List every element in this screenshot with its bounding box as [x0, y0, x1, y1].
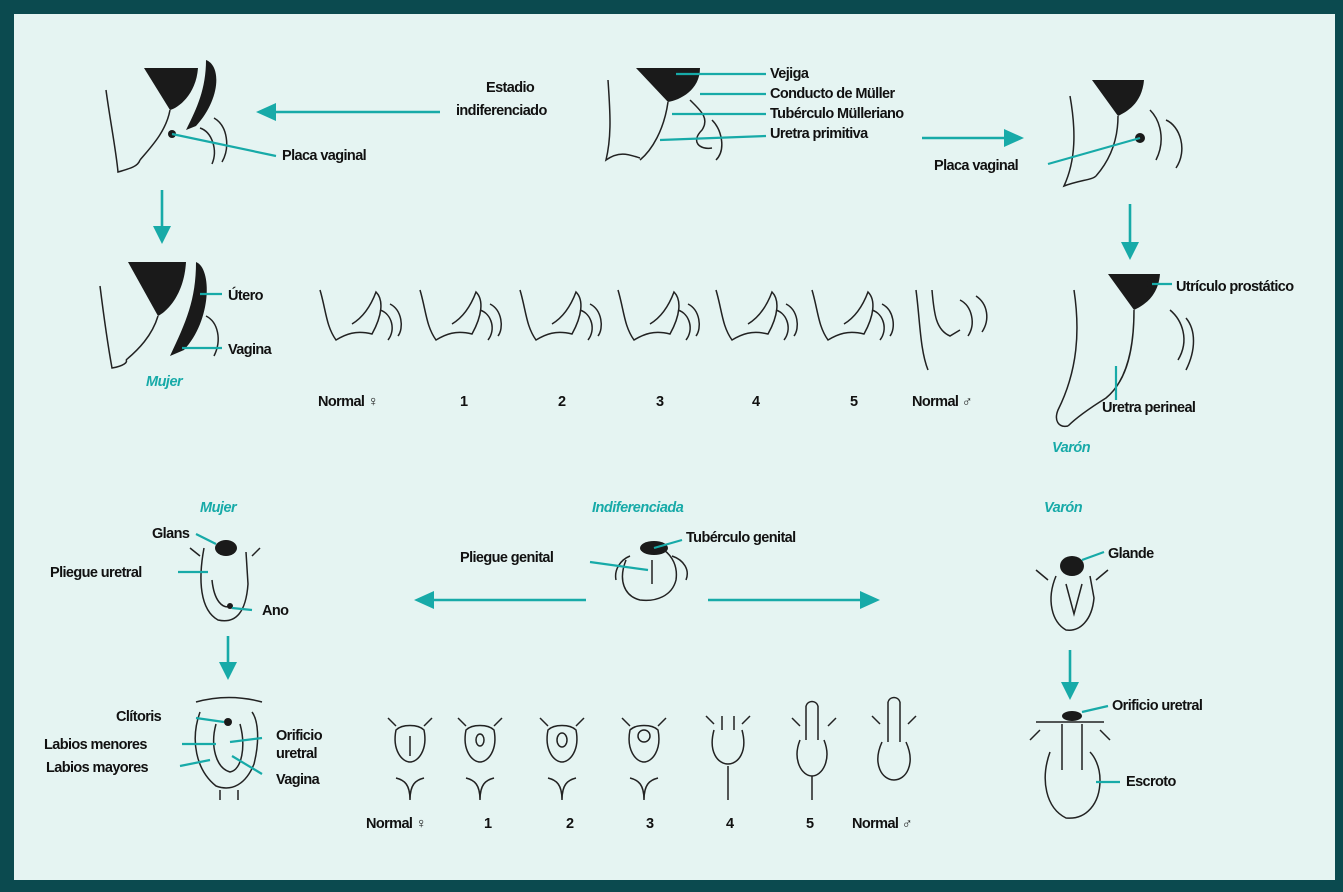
label-labios-menores: Labios menores	[44, 737, 147, 753]
external-stage-label-5: 5	[806, 816, 814, 832]
internal-stage-label-5: 5	[850, 394, 858, 410]
label-glande: Glande	[1108, 546, 1154, 562]
external-stage-0	[388, 718, 432, 800]
external-stage-4	[706, 716, 750, 800]
header-varon: Varón	[1044, 500, 1083, 516]
external-stage-5	[792, 702, 836, 801]
label-vagina-external: Vagina	[276, 772, 321, 788]
external-stage-label-4: 4	[726, 816, 734, 832]
internal-stage-label-2: 2	[558, 394, 566, 410]
leader-orificio-uretral-male	[1082, 706, 1108, 712]
caption-mujer-internal: Mujer	[146, 374, 184, 390]
arrow-male-down-external	[1061, 650, 1079, 700]
leader-glande	[1082, 552, 1104, 560]
leader-placa-vaginal-female	[172, 134, 276, 156]
male-early-internal-drawing	[1064, 80, 1182, 186]
internal-stage-4	[716, 290, 797, 340]
label-pliegue-uretral: Pliegue uretral	[50, 565, 142, 581]
leader-placa-vaginal-male	[1048, 138, 1140, 164]
label-utriculo-prostatico: Utrículo prostático	[1176, 279, 1294, 295]
leader-ano	[232, 608, 252, 610]
external-stage-labels: Normal ♀ 1 2 3 4 5 Normal ♂	[366, 816, 912, 832]
caption-varon-internal: Varón	[1052, 440, 1091, 456]
label-placa-vaginal-male: Placa vaginal	[934, 158, 1018, 174]
label-utero: Útero	[228, 286, 264, 304]
internal-stage-label-3: 3	[656, 394, 664, 410]
external-stage-1	[458, 718, 502, 800]
external-stage-label-0: Normal ♀	[366, 816, 426, 832]
arrow-female-down-external	[219, 636, 237, 680]
indifferent-external-drawing	[616, 541, 688, 600]
stage-label-line1: Estadio	[486, 80, 535, 96]
female-internal-drawing	[100, 262, 218, 368]
stage-label-line2: indiferenciado	[456, 103, 547, 119]
leader-glans	[196, 534, 216, 544]
internal-stage-labels: Normal ♀ 1 2 3 4 5 Normal ♂	[318, 394, 972, 410]
header-indiferenciada: Indiferenciada	[592, 500, 684, 516]
external-stage-series	[388, 698, 916, 801]
external-stage-3	[622, 718, 666, 800]
external-stage-label-1: 1	[484, 816, 492, 832]
external-stage-label-2: 2	[566, 816, 574, 832]
label-uretra-primitiva: Uretra primitiva	[770, 126, 869, 142]
internal-stage-1	[420, 290, 501, 340]
leader-vagina-external	[232, 756, 262, 774]
header-mujer: Mujer	[200, 500, 238, 516]
male-late-external-drawing	[1030, 711, 1110, 818]
external-stage-6	[872, 698, 916, 781]
female-late-external-drawing	[195, 698, 262, 801]
male-early-external-drawing	[1036, 556, 1108, 630]
external-stage-label-6: Normal ♂	[852, 816, 912, 832]
label-tuberculo-mulleriano: Tubérculo Mülleriano	[770, 106, 904, 122]
external-stage-label-3: 3	[646, 816, 654, 832]
female-early-internal-drawing	[106, 60, 227, 172]
label-uretra-perineal: Uretra perineal	[1102, 400, 1195, 416]
arrow-to-male-external	[708, 591, 880, 609]
internal-stage-label-6: Normal ♂	[912, 394, 972, 410]
label-orificio: Orificio	[276, 728, 323, 744]
leader-pliegue-genital	[590, 562, 648, 570]
label-clitoris: Clítoris	[116, 709, 162, 725]
label-vagina-internal: Vagina	[228, 342, 273, 358]
internal-stage-label-0: Normal ♀	[318, 394, 378, 410]
internal-stage-6	[916, 290, 987, 370]
arrow-to-female-internal	[256, 103, 440, 121]
internal-stage-label-4: 4	[752, 394, 760, 410]
label-placa-vaginal-female: Placa vaginal	[282, 148, 366, 164]
leader-labios-mayores	[180, 760, 210, 766]
label-ano: Ano	[262, 603, 289, 619]
label-escroto: Escroto	[1126, 774, 1177, 790]
label-labios-mayores: Labios mayores	[46, 760, 149, 776]
internal-stage-3	[618, 290, 699, 340]
label-uretral: uretral	[276, 746, 317, 762]
internal-stage-0	[320, 290, 401, 340]
internal-stage-label-1: 1	[460, 394, 468, 410]
internal-stage-2	[520, 290, 601, 340]
arrow-to-male-internal	[922, 129, 1024, 147]
label-tuberculo-genital: Tubérculo genital	[686, 530, 796, 546]
label-vejiga: Vejiga	[770, 66, 810, 82]
internal-stage-5	[812, 290, 893, 340]
arrow-to-female-external	[414, 591, 586, 609]
arrow-male-down-internal	[1121, 204, 1139, 260]
label-glans: Glans	[152, 526, 190, 542]
arrow-female-down-internal	[153, 190, 171, 244]
label-conducto-muller: Conducto de Müller	[770, 86, 895, 102]
label-pliegue-genital: Pliegue genital	[460, 550, 553, 566]
label-orificio-uretral-male: Orificio uretral	[1112, 698, 1202, 714]
female-early-external-drawing	[190, 540, 260, 621]
leader-clitoris	[196, 718, 224, 722]
external-stage-2	[540, 718, 584, 800]
internal-stage-series	[320, 290, 987, 370]
